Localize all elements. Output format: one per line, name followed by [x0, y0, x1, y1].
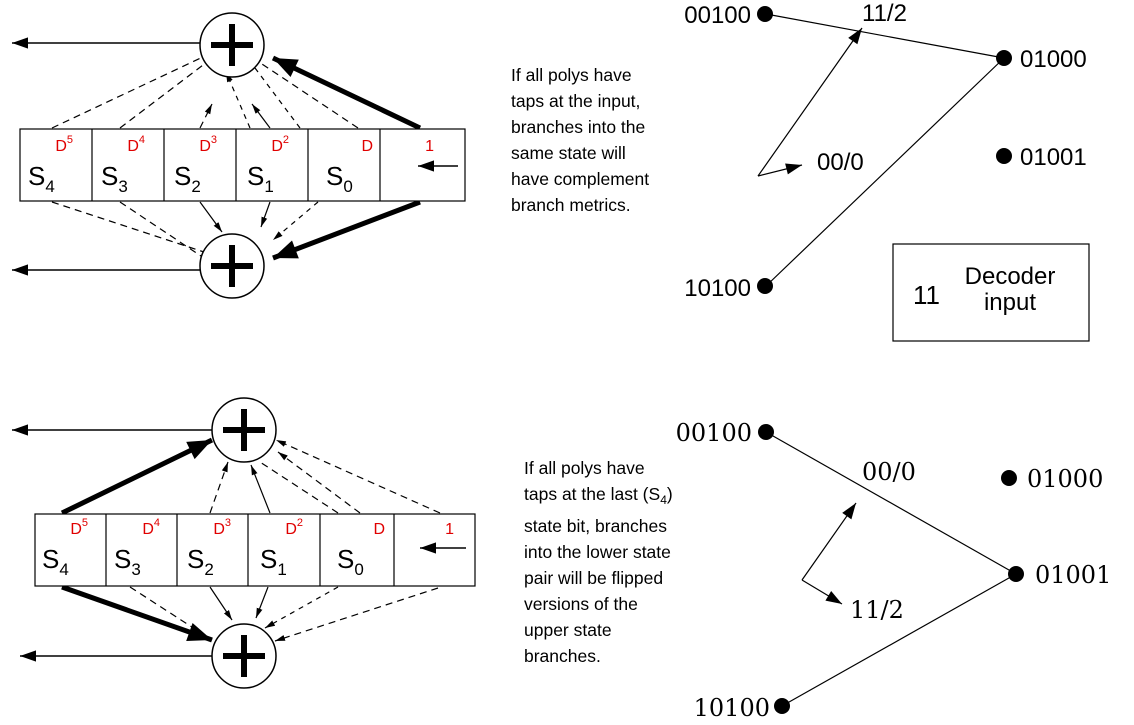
- bottom-branch-upper: [765, 431, 1017, 575]
- bottom-cell-4-state: S0: [337, 544, 364, 579]
- top-state-a-label: 00100: [684, 2, 751, 29]
- bottom-note-line: branches.: [524, 646, 601, 666]
- top-state-node-b: [996, 50, 1012, 66]
- top-cell-1-state: S3: [101, 161, 128, 196]
- top-input-tap-lower: [272, 199, 421, 261]
- top-cell-0-state: S4: [28, 161, 55, 196]
- top-cell-3-delay: D2: [271, 134, 289, 155]
- bottom-lower-adder: [211, 623, 277, 689]
- top-branch-label-lower: 00/0: [817, 149, 864, 176]
- bottom-state-b-label: 01000: [1027, 465, 1103, 493]
- bottom-cell-0-delay: D5: [70, 517, 88, 538]
- top-cell-4-delay: D: [361, 138, 373, 155]
- top-state-node-c: [996, 148, 1012, 164]
- top-input-tap-upper: [271, 55, 422, 131]
- top-note-line: branches into the: [511, 117, 646, 137]
- bottom-state-a-label: 00100: [676, 419, 752, 447]
- top-cell-3-state: S1: [247, 161, 274, 196]
- bottom-s4-tap-upper: [60, 437, 214, 516]
- top-branch-upper: [765, 13, 1005, 59]
- bottom-s4-tap-lower: [61, 584, 213, 643]
- bottom-note-line: into the lower state: [524, 542, 671, 562]
- top-state-node-a: [757, 6, 773, 22]
- top-state-b-label: 01000: [1020, 46, 1087, 73]
- top-note-line: branch metrics.: [511, 195, 631, 215]
- decoder-input-value: 11: [913, 280, 940, 310]
- bottom-branch-label-upper: 00/0: [862, 458, 916, 486]
- bottom-cell-4-delay: D: [373, 521, 385, 538]
- top-cell-5-delay: 1: [425, 138, 434, 155]
- top-state-c-label: 01001: [1020, 144, 1087, 171]
- top-cell-2-state: S2: [174, 161, 201, 196]
- bottom-note-line: versions of the: [524, 594, 638, 614]
- top-note-line: same state will: [511, 143, 626, 163]
- bottom-note-line: taps at the last (S4): [524, 484, 673, 507]
- bottom-note-line: state bit, branches: [524, 516, 667, 536]
- top-branch-lower: [765, 57, 1005, 287]
- top-trellis: 00100 01000 01001 10100 11/2 00/0 11 Dec…: [684, 0, 1090, 342]
- top-state-d-label: 10100: [684, 275, 751, 302]
- bottom-cell-1-state: S3: [114, 544, 141, 579]
- bottom-cell-2-state: S2: [187, 544, 214, 579]
- bottom-state-node-a: [758, 424, 774, 440]
- bottom-cell-5-delay: 1: [445, 521, 454, 538]
- top-explanation-note: If all polys have taps at the input, bra…: [511, 62, 649, 218]
- top-cell-2-delay: D3: [199, 134, 217, 155]
- top-lower-adder: [199, 233, 265, 299]
- bottom-cell-1-delay: D4: [142, 517, 160, 538]
- bottom-state-node-c: [1008, 566, 1024, 582]
- bottom-note-line: If all polys have: [524, 458, 645, 478]
- top-upper-adder: [199, 12, 265, 78]
- bottom-state-node-d: [774, 698, 790, 714]
- bottom-note-line: upper state: [524, 620, 612, 640]
- top-state-node-d: [757, 278, 773, 294]
- bottom-state-d-label: 10100: [694, 694, 770, 722]
- top-note-line: If all polys have: [511, 65, 632, 85]
- bottom-cell-3-delay: D2: [285, 517, 303, 538]
- decoder-input-label-2: input: [984, 289, 1036, 316]
- bottom-cell-0-state: S4: [42, 544, 69, 579]
- decoder-input-label-1: Decoder: [965, 263, 1056, 290]
- bottom-encoder: D5 D4 D3 D2 D 1 S4 S3 S2 S1 S0: [12, 397, 476, 689]
- top-encoder: D5 D4 D3 D2 D 1 S4 S3 S2 S1 S0: [12, 12, 466, 299]
- decoder-input-box: 11 Decoder input: [892, 243, 1090, 342]
- bottom-note-line: pair will be flipped: [524, 568, 664, 588]
- bottom-branch-lower: [781, 573, 1017, 707]
- bottom-upper-adder: [211, 397, 277, 463]
- bottom-cell-3-state: S1: [260, 544, 287, 579]
- top-branch-label-upper: 11/2: [862, 0, 907, 27]
- bottom-cell-2-delay: D3: [213, 517, 231, 538]
- bottom-shift-register: D5 D4 D3 D2 D 1 S4 S3 S2 S1 S0: [34, 513, 476, 587]
- bottom-branch-label-lower: 11/2: [850, 596, 904, 624]
- bottom-state-c-label: 01001: [1035, 561, 1111, 589]
- top-cell-4-state: S0: [326, 161, 353, 196]
- bottom-explanation-note: If all polys have taps at the last (S4) …: [524, 455, 673, 669]
- bottom-state-node-b: [1001, 470, 1017, 486]
- top-cell-0-delay: D5: [55, 134, 73, 155]
- bottom-trellis: 00100 01000 01001 10100 00/0 11/2: [676, 419, 1112, 722]
- top-note-line: have complement: [511, 169, 650, 189]
- top-note-line: taps at the input,: [511, 91, 641, 111]
- top-shift-register: D5 D4 D3 D2 D 1 S4 S3 S2 S1 S0: [19, 128, 466, 202]
- top-cell-1-delay: D4: [127, 134, 145, 155]
